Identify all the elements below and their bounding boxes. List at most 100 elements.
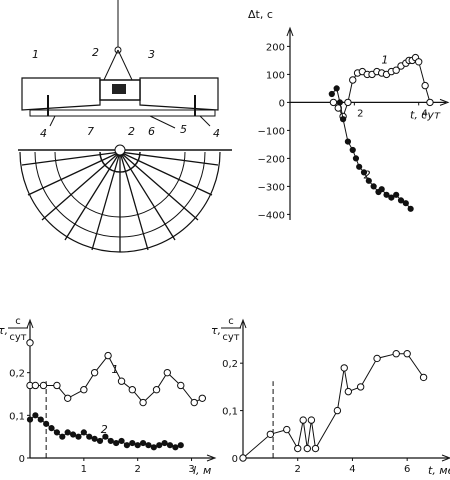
data-point-open [80, 386, 88, 394]
data-point-open [39, 381, 48, 390]
suspension-right-line [117, 49, 134, 83]
y-tick-label: 200 [266, 42, 285, 53]
x-axis-arrow [441, 454, 450, 462]
data-point-filled [150, 444, 157, 451]
x-axis-arrow [206, 454, 217, 462]
hub-center [114, 144, 126, 156]
data-point-open [299, 416, 307, 424]
data-point-open [117, 377, 126, 385]
part-label-7: 7 [87, 125, 94, 138]
data-point-filled [161, 439, 168, 447]
y-tick-label: 0 [279, 98, 285, 109]
data-point-filled [402, 200, 409, 207]
data-point-filled [333, 85, 340, 92]
data-point-open [333, 406, 342, 415]
data-point-filled [336, 99, 343, 106]
data-point-open [392, 350, 400, 358]
data-point-open [128, 386, 137, 394]
data-point-filled [383, 191, 390, 198]
data-point-open [190, 398, 198, 407]
data-point-open [104, 351, 112, 360]
x-tick-label: 4 [422, 108, 428, 119]
y-axis-symbol: τ, [211, 324, 221, 337]
y-axis-arrow [26, 318, 34, 329]
data-point-filled [177, 442, 184, 449]
data-point-filled [80, 429, 87, 436]
data-point-filled [96, 437, 104, 445]
y-axis-label: Δt, c [248, 8, 273, 21]
data-point-filled [118, 437, 125, 445]
y-axis-arrow [286, 26, 294, 37]
data-point-open [392, 66, 400, 74]
data-point-open [152, 386, 161, 394]
data-point-filled [113, 439, 120, 447]
data-point-open [177, 381, 185, 390]
data-point-filled [328, 90, 335, 98]
y-tick-label: 0,1 [222, 407, 238, 418]
data-point-open [283, 425, 291, 434]
data-point-filled [129, 439, 136, 447]
y-tick-label: −200 [258, 154, 285, 165]
data-point-filled [156, 442, 163, 449]
data-point-filled [48, 425, 55, 432]
data-point-filled [172, 444, 179, 451]
x-tick-label: 4 [349, 464, 355, 475]
y-tick-label: 0 [232, 454, 238, 465]
part-label-6: 6 [148, 125, 155, 138]
right-wing [139, 77, 219, 111]
part-label-5: 5 [180, 123, 187, 136]
data-point-open [403, 350, 411, 358]
data-point-filled [26, 416, 34, 423]
series-line [331, 87, 412, 210]
data-point-open [344, 98, 352, 107]
data-point-filled [356, 163, 363, 170]
data-point-open [311, 444, 320, 453]
part-label-2-top: 2 [92, 46, 99, 59]
x-axis-label: t, сут [410, 108, 441, 121]
y-tick-label: −100 [258, 126, 285, 137]
part-label-1: 1 [32, 48, 39, 61]
data-point-filled [139, 439, 147, 447]
data-point-filled [59, 433, 66, 440]
part-label-3: 3 [148, 48, 155, 61]
data-point-filled [102, 433, 109, 440]
data-point-filled [166, 442, 174, 449]
data-point-filled [378, 186, 385, 193]
y-axis-arrow [239, 318, 247, 329]
data-point-filled [64, 429, 71, 436]
x-tick-label: 3 [188, 464, 194, 475]
data-point-open [340, 364, 348, 372]
part-label-4-left: 4 [40, 127, 47, 140]
x-axis-label: t, мес [428, 464, 450, 477]
data-point-open [421, 81, 429, 90]
data-point-filled [86, 433, 93, 440]
center-inner [112, 84, 126, 94]
x-axis-label: l, м [193, 464, 211, 477]
suspension-left-line [102, 49, 119, 83]
x-tick-label: 2 [135, 464, 141, 475]
data-point-open [163, 368, 172, 377]
data-point-open [344, 387, 353, 396]
data-point-filled [32, 412, 39, 419]
y-tick-label: 0,2 [9, 369, 25, 380]
data-point-filled [134, 442, 141, 449]
base-plate [29, 109, 216, 117]
data-point-filled [407, 205, 414, 212]
data-point-filled [397, 197, 405, 204]
data-point-open [198, 394, 207, 402]
data-point-open [139, 398, 147, 407]
x-tick-label: 6 [404, 464, 410, 475]
data-point-filled [91, 435, 98, 442]
y-tick-label: 0,2 [222, 359, 238, 370]
leader-4-left [49, 115, 56, 127]
data-point-open [26, 339, 34, 347]
x-axis-arrow [439, 98, 450, 106]
data-point-filled [145, 442, 152, 449]
y-axis-unit-top: c [15, 316, 21, 327]
data-point-filled [37, 416, 44, 423]
y-axis-symbol: τ, [0, 324, 8, 337]
data-point-open [356, 383, 365, 391]
leader-5 [149, 115, 176, 129]
